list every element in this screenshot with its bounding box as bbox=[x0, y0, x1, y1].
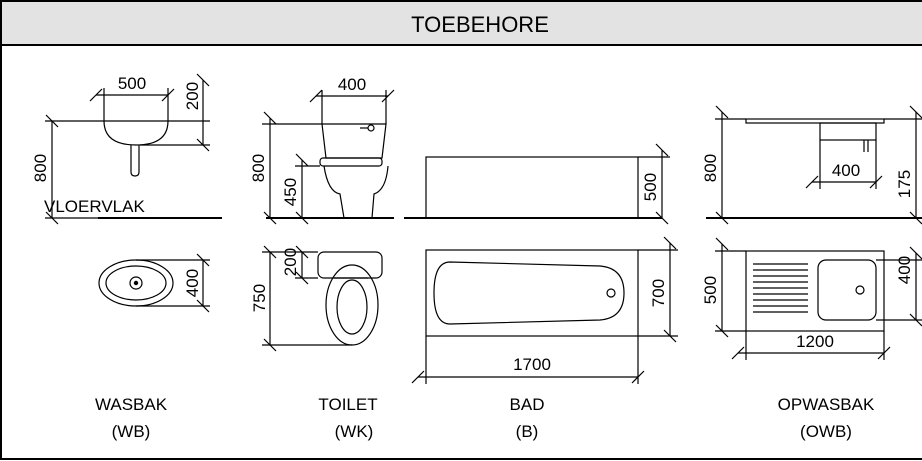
wasbak-plan-dim: 400 bbox=[183, 269, 202, 297]
bad-code: (B) bbox=[516, 422, 539, 441]
toilet-icon bbox=[317, 123, 389, 346]
opwasbak-plan-length: 1200 bbox=[796, 332, 834, 351]
wasbak-name: WASBAK bbox=[95, 395, 168, 414]
toilet-plan-cistern: 200 bbox=[281, 248, 300, 276]
toilet-dim-width: 400 bbox=[338, 75, 366, 94]
toilet-dim-height: 800 bbox=[249, 154, 268, 182]
wasbak-floor-label: VLOERVLAK bbox=[44, 197, 145, 216]
opwasbak-plan-bowl: 400 bbox=[895, 256, 914, 284]
page-title: TOEBEHORE bbox=[411, 12, 549, 37]
toilet-plan-depth: 750 bbox=[250, 284, 269, 312]
opwasbak-dim-bowl: 400 bbox=[832, 161, 860, 180]
toilet-dim-seat: 450 bbox=[281, 178, 300, 206]
bad-plan-length: 1700 bbox=[513, 355, 551, 374]
header-bar bbox=[0, 0, 922, 46]
opwasbak-dim-depth: 175 bbox=[895, 170, 914, 198]
opwasbak-plan-depth: 500 bbox=[701, 276, 720, 304]
opwasbak-code: (OWB) bbox=[800, 422, 852, 441]
wasbak-dim-width: 500 bbox=[118, 74, 146, 93]
bad-dim-height: 500 bbox=[641, 173, 660, 201]
opwasbak-name: OPWASBAK bbox=[778, 395, 875, 414]
bad-plan-width: 700 bbox=[649, 279, 668, 307]
opwasbak-dim-height: 800 bbox=[701, 154, 720, 182]
wasbak-dim-height: 800 bbox=[31, 154, 50, 182]
toilet-code: (WK) bbox=[335, 422, 374, 441]
kitchen-sink-icon bbox=[745, 118, 885, 332]
toilet-name: TOILET bbox=[318, 395, 377, 414]
wasbak-dim-depth: 200 bbox=[183, 82, 202, 110]
wasbak-code: (WB) bbox=[112, 422, 151, 441]
bad-name: BAD bbox=[510, 395, 545, 414]
washbasin-icon bbox=[98, 120, 174, 307]
